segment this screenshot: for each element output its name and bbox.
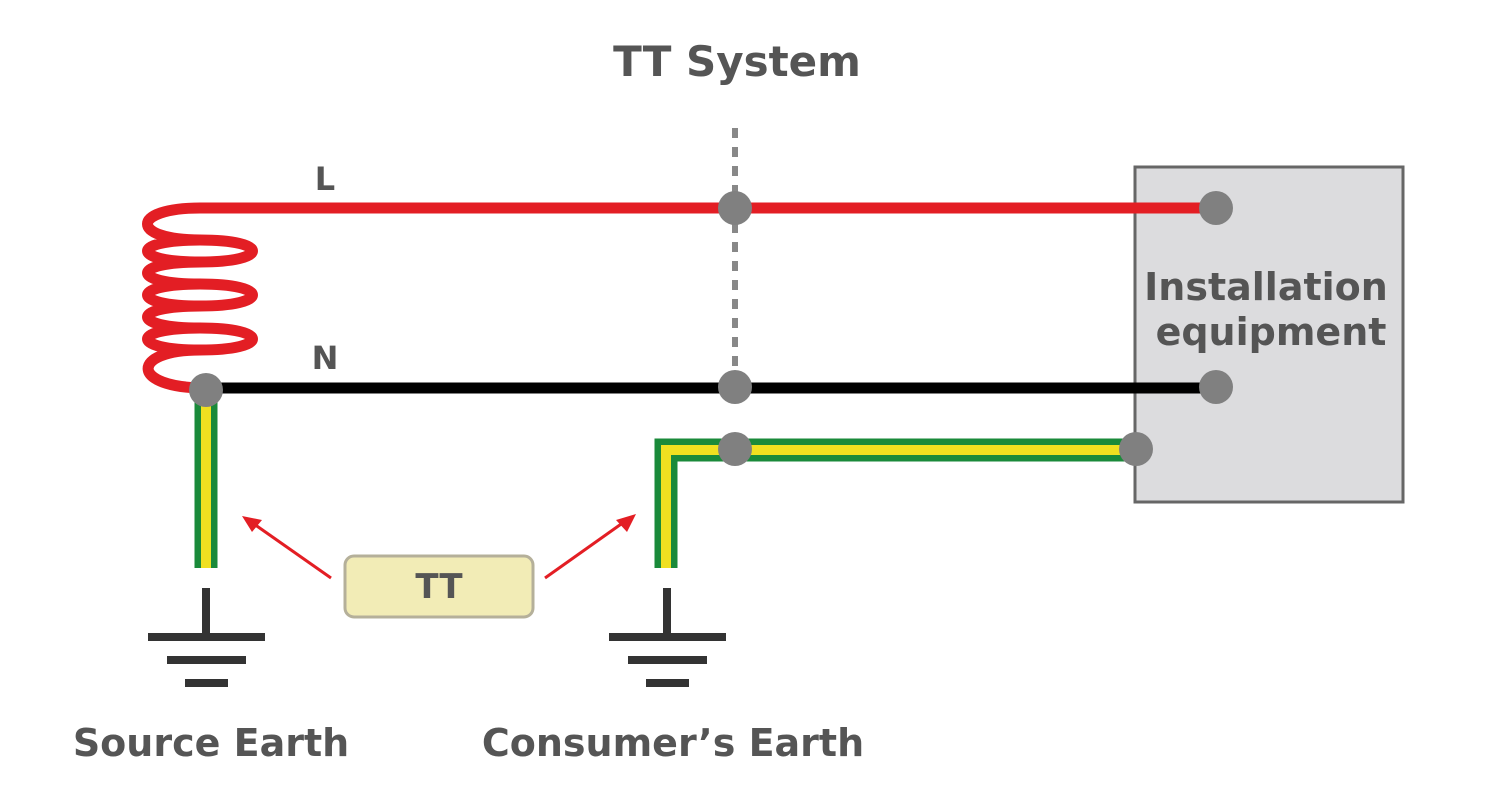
neutral-boundary-terminal — [718, 370, 752, 404]
diagram-title: TT System — [613, 37, 861, 86]
earth-equipment-terminal — [1119, 432, 1153, 466]
neutral-equipment-terminal — [1199, 370, 1233, 404]
tt-callout-box — [343, 554, 535, 619]
live-conductor-coil — [142, 202, 1221, 394]
consumer-earth-label: Consumer’s Earth — [482, 721, 864, 765]
neutral-label: N — [312, 339, 339, 377]
equipment-label-line2: equipment — [1156, 310, 1387, 354]
equipment-label-line1: Installation — [1144, 265, 1388, 309]
live-equipment-terminal — [1199, 191, 1233, 225]
live-label: L — [315, 160, 335, 198]
live-boundary-terminal — [718, 191, 752, 225]
consumer-earth-conductor-outer — [654, 438, 1136, 568]
consumer-earth-conductor-inner — [661, 445, 1136, 568]
callout-arrow-right — [544, 514, 636, 580]
callout-arrow-left — [242, 516, 332, 580]
earth-boundary-terminal — [718, 432, 752, 466]
source-neutral-terminal — [189, 373, 223, 407]
source-earth-symbol — [148, 588, 265, 687]
tt-callout-label: TT — [415, 567, 463, 607]
consumer-earth-symbol — [609, 588, 726, 687]
installation-equipment-box — [1133, 165, 1405, 504]
source-earth-label: Source Earth — [73, 721, 349, 765]
